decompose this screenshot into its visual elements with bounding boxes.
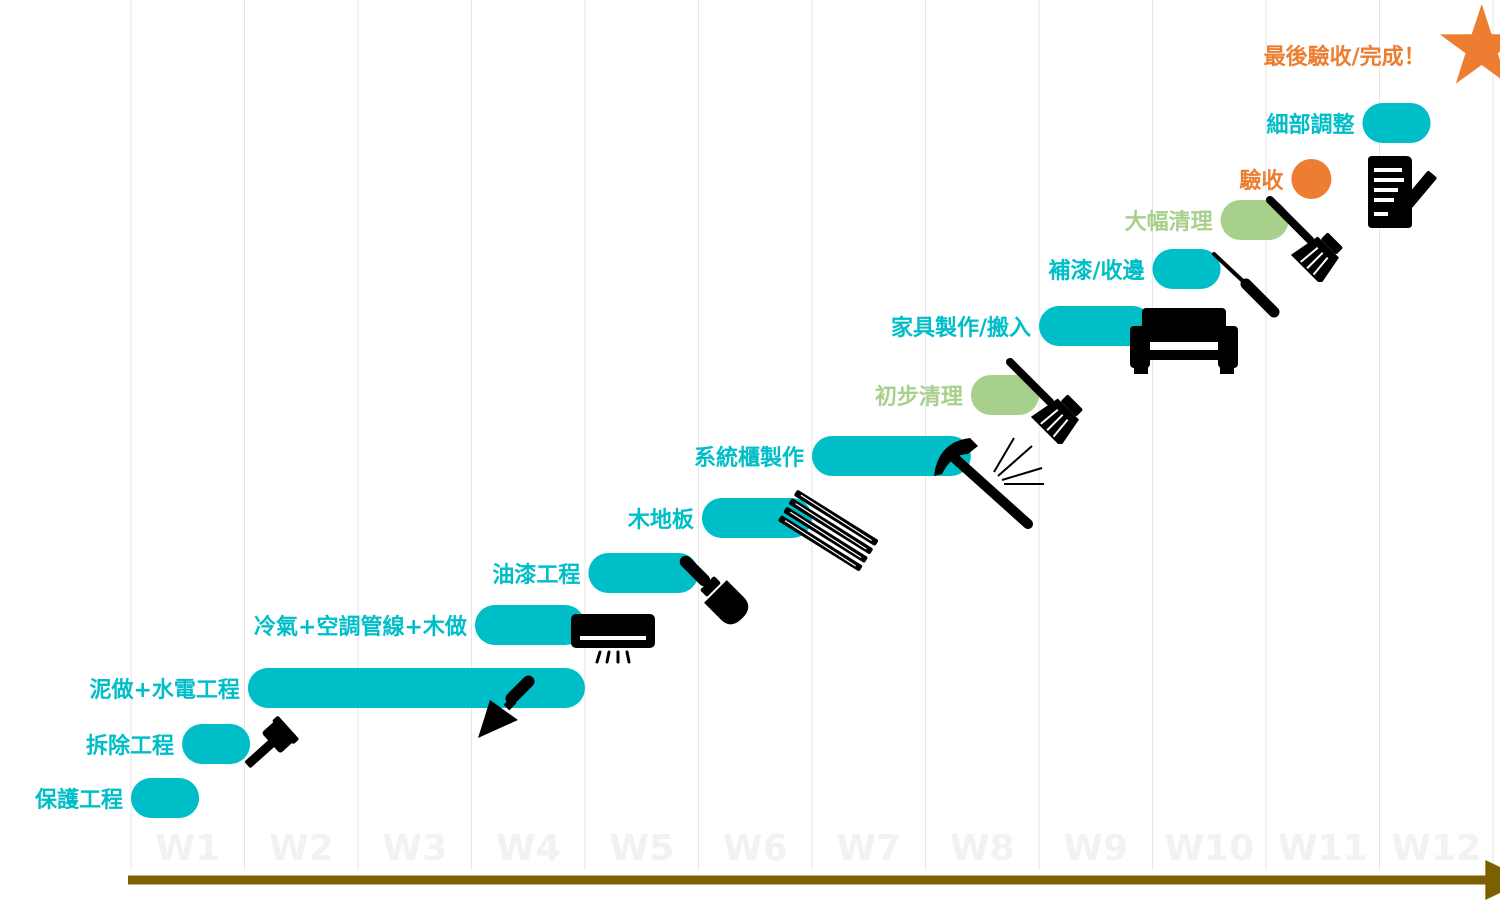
week-tick-label: W7 bbox=[836, 828, 901, 869]
week-tick-label: W2 bbox=[269, 828, 334, 869]
task-label-flooring: 木地板 bbox=[627, 508, 695, 533]
task-bar-adjust bbox=[1362, 103, 1431, 143]
signed-document-icon bbox=[1368, 156, 1437, 228]
task-bar-deep_clean bbox=[1220, 200, 1289, 240]
trowel-icon bbox=[478, 675, 535, 738]
week-tick-label: W12 bbox=[1391, 828, 1481, 869]
task-label-adjust: 細部調整 bbox=[1266, 112, 1354, 138]
task-bar-masonry_mep bbox=[247, 668, 585, 708]
week-tick-label: W9 bbox=[1063, 828, 1128, 869]
week-tick-label: W10 bbox=[1164, 828, 1254, 869]
task-label-final: 最後驗收/完成！ bbox=[1264, 44, 1426, 70]
week-tick-label: W1 bbox=[155, 828, 220, 869]
task-bar-painting bbox=[588, 553, 699, 593]
task-label-masonry_mep: 泥做+水電工程 bbox=[89, 677, 239, 703]
task-bar-initial_clean bbox=[970, 375, 1039, 415]
task-bar-protect bbox=[131, 778, 200, 818]
screwdriver-icon bbox=[1212, 252, 1280, 318]
week-tick-label: W4 bbox=[496, 828, 561, 869]
task-dot-inspection bbox=[1291, 159, 1332, 199]
timeline-arrow-head bbox=[1485, 860, 1500, 900]
week-tick-label: W11 bbox=[1278, 828, 1368, 869]
task-bar-furniture bbox=[1039, 306, 1153, 346]
task-label-initial_clean: 初步清理 bbox=[875, 384, 963, 410]
task-label-inspection: 驗收 bbox=[1239, 168, 1283, 194]
task-bar-flooring bbox=[701, 498, 812, 538]
task-label-deep_clean: 大幅清理 bbox=[1125, 209, 1213, 235]
week-tick-label: W8 bbox=[950, 828, 1015, 869]
task-label-demolition: 拆除工程 bbox=[86, 733, 174, 759]
task-label-protect: 保護工程 bbox=[34, 787, 123, 813]
week-tick-label: W3 bbox=[382, 828, 447, 869]
task-label-cabinet: 系統櫃製作 bbox=[694, 445, 804, 471]
paintbrush-icon bbox=[679, 555, 749, 625]
task-bar-demolition bbox=[182, 724, 251, 764]
hammer-icon bbox=[245, 716, 299, 768]
air-conditioner-icon bbox=[571, 614, 655, 664]
task-label-painting: 油漆工程 bbox=[492, 562, 580, 588]
task-bar-cabinet bbox=[812, 436, 971, 476]
sofa-icon bbox=[1130, 308, 1238, 374]
week-tick-label: W5 bbox=[609, 828, 674, 869]
task-star-final bbox=[1439, 4, 1500, 84]
claw-hammer-icon bbox=[934, 437, 1044, 529]
broom-icon bbox=[1266, 196, 1343, 282]
broom-icon bbox=[1006, 358, 1083, 444]
task-label-hvac_wood: 冷氣+空調管線+木做 bbox=[254, 614, 468, 640]
task-label-touchup: 補漆/收邊 bbox=[1047, 258, 1144, 284]
task-bar-touchup bbox=[1152, 249, 1221, 289]
task-bar-hvac_wood bbox=[474, 605, 585, 645]
task-label-furniture: 家具製作/搬入 bbox=[891, 315, 1031, 341]
wood-planks-icon bbox=[778, 490, 878, 571]
week-tick-label: W6 bbox=[723, 828, 788, 869]
